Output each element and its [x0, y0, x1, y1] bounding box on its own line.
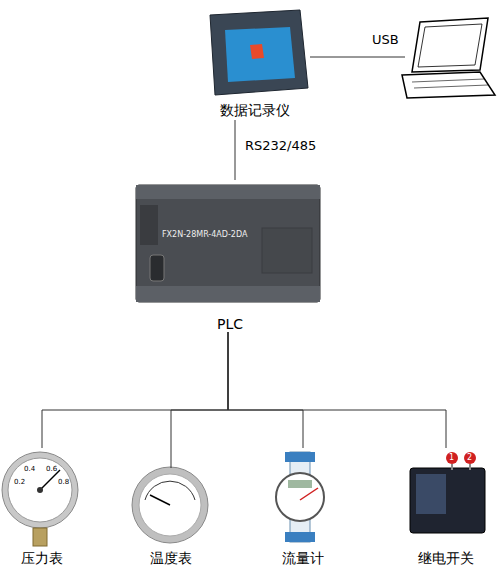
relay-label-plate [416, 474, 446, 514]
connector-line [235, 120, 236, 180]
pressure-gauge-rim [2, 452, 78, 528]
plc-bottom-band [136, 286, 320, 302]
data-logger-logo [250, 44, 264, 59]
connector-line [171, 332, 228, 468]
pressure-gauge-stem [33, 528, 47, 546]
connector-path [228, 332, 446, 448]
laptop-base [402, 72, 495, 98]
flowmeter-cap [285, 452, 315, 462]
device-label: 压力表 [21, 550, 63, 568]
callout-number: 2 [467, 453, 472, 462]
gauge-number: 0.4 [24, 465, 35, 473]
temp-gauge-rim [132, 467, 208, 543]
device-label: 数据记录仪 [220, 102, 290, 120]
device-node: FX2N-28MR-4AD-2DA PLC [130, 180, 330, 332]
relay-terminal [464, 452, 476, 464]
temp-gauge-needle [150, 495, 170, 505]
device-label: 温度表 [150, 550, 192, 568]
usb-wire [310, 57, 405, 58]
relay-terminal-pin [451, 464, 453, 470]
gauge-number: 0.8 [58, 478, 69, 486]
device-label: PLC [217, 316, 243, 332]
connector-path [235, 120, 236, 180]
gauge-number: 0.6 [46, 465, 57, 473]
laptop-bezel [418, 24, 482, 67]
plc-cover [262, 228, 312, 273]
pressure-gauge-needle [40, 470, 60, 490]
data-logger-panel [225, 27, 295, 82]
device-label: 流量计 [282, 550, 324, 568]
laptop-keys [412, 79, 484, 82]
laptop-keys [414, 85, 488, 88]
device-node: 压力表 [0, 448, 84, 568]
plc-top-band [136, 185, 320, 199]
device-node: 温度表 [128, 468, 214, 568]
pressure-gauge-face [8, 458, 72, 522]
flowmeter-display [288, 480, 312, 488]
temp-gauge-face [139, 474, 201, 536]
relay-terminal-pin [469, 464, 471, 470]
laptop-screen [412, 18, 488, 72]
connector-path [171, 332, 228, 468]
connector-path [42, 332, 228, 448]
device-node: 流量计 [262, 448, 344, 568]
flowmeter-cap [285, 532, 315, 542]
edge-label: RS232/485 [245, 138, 316, 153]
temp-gauge-scale [145, 481, 195, 500]
flowmeter-dial [276, 473, 324, 521]
device-node: 继电开关 [400, 448, 492, 568]
plc-port [150, 255, 164, 281]
link-label: USB [372, 32, 399, 47]
connector-path [228, 332, 303, 448]
plc-body [136, 185, 320, 302]
connector-line [228, 332, 303, 448]
plc-led-panel [140, 205, 158, 245]
connector-line [228, 332, 446, 448]
model-text: FX2N-28MR-4AD-2DA [162, 230, 247, 239]
connector-line [42, 332, 228, 448]
flowmeter-needle [300, 488, 318, 500]
device-node: 数据记录仪 [200, 5, 310, 120]
pressure-gauge-hub [37, 487, 43, 493]
relay-terminal [446, 452, 458, 464]
callout-number: 1 [449, 453, 454, 462]
relay-body [410, 468, 485, 533]
data-logger-body [210, 10, 308, 95]
gauge-number: 0.2 [14, 478, 25, 486]
device-label: 继电开关 [418, 550, 474, 568]
